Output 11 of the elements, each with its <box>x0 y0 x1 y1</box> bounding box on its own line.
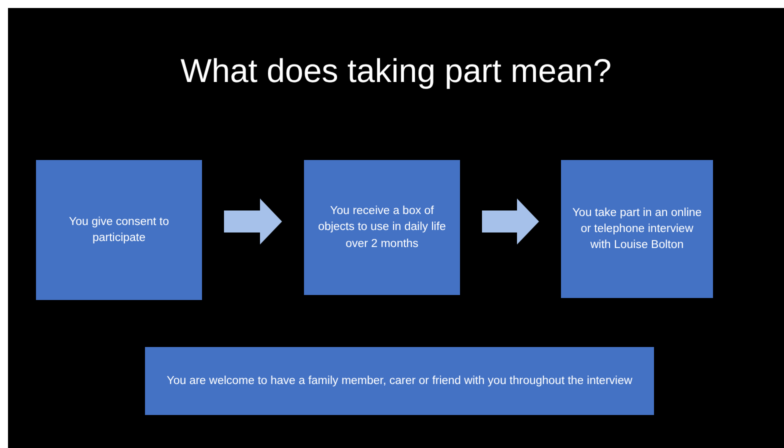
box-text: You are welcome to have a family member, carer or friend with you throughout the interview <box>166 374 632 389</box>
block-arrow <box>224 198 282 244</box>
box-text: You receive a box of objects to use in daily life over 2 months <box>317 204 447 252</box>
block-arrow <box>482 198 539 244</box>
box-text: You give consent to participate <box>68 214 170 246</box>
title: What does taking part mean? <box>179 52 613 90</box>
process-box <box>145 347 654 415</box>
process-box <box>561 160 713 298</box>
process-box <box>304 160 460 295</box>
box-text: You take part in an online or telephone interview with Louise Bolton <box>571 206 703 254</box>
process-box <box>36 160 202 300</box>
